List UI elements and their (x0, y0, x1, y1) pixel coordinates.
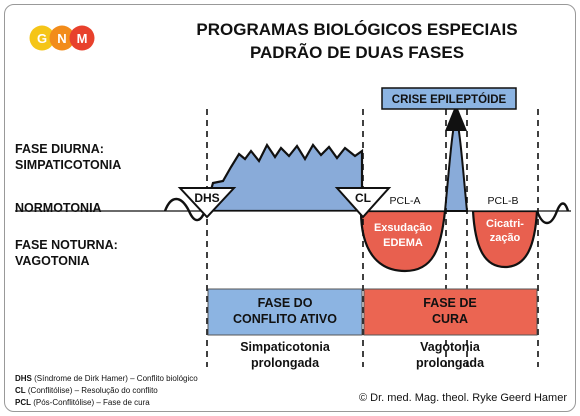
normotonia-label: NORMOTONIA (15, 201, 102, 215)
title-line-2: PADRÃO DE DUAS FASES (250, 42, 464, 62)
logo-letter-n: N (57, 31, 66, 46)
sympatheticotonia-caption-2: prolongada (251, 356, 320, 370)
active-conflict-line-1: FASE DO (258, 296, 313, 310)
legend-abbr-pcl: PCL (15, 398, 31, 407)
gnm-logo: G N M (29, 25, 95, 51)
logo-letter-g: G (37, 31, 47, 46)
logo-circle-m (69, 25, 95, 51)
legend-text-pcl: (Pós-Conflitólise) – Fase de cura (31, 398, 150, 407)
legend-abbr-dhs: DHS (15, 374, 33, 383)
copyright-notice: © Dr. med. Mag. theol. Ryke Geerd Hamer (359, 392, 567, 404)
exudation-label: Exsudação (374, 222, 432, 234)
day-phase-label: FASE DIURNA: (15, 142, 104, 156)
day-phase-sublabel: SIMPATICOTONIA (15, 158, 121, 172)
healing-phase-line-2: CURA (432, 312, 468, 326)
cl-marker (334, 187, 392, 219)
title-line-1: PROGRAMAS BIOLÓGICOS ESPECIAIS (196, 20, 517, 39)
scarring-label: Cicatri- (486, 218, 524, 230)
scarring-label-2: zação (490, 232, 521, 244)
vegetative-curve-end (535, 202, 570, 225)
crisis-arrow (445, 104, 467, 131)
two-phase-diagram: G N M PROGRAMAS BIOLÓGICOS ESPECIAIS PAD… (15, 20, 571, 407)
logo-letter-m: M (77, 31, 88, 46)
legend-abbr-cl: CL (15, 386, 26, 395)
healing-phase-line-1: FASE DE (423, 296, 477, 310)
crisis-label-box (381, 87, 517, 110)
vagotonia-caption-2: prolongada (416, 356, 485, 370)
legend-text-dhs: (Síndrome de Dirk Hamer) – Conflito biol… (32, 374, 198, 383)
legend-text-cl: (Conflitólise) – Resolução do conflito (26, 386, 159, 395)
dhs-marker (177, 187, 237, 219)
healing-phase-box (363, 288, 538, 336)
logo-circle-g (29, 25, 55, 51)
active-conflict-line-2: CONFLITO ATIVO (233, 312, 337, 326)
night-phase-sublabel: VAGOTONIA (15, 254, 90, 268)
night-phase-label: FASE NOTURNA: (15, 238, 118, 252)
logo-circle-n (49, 25, 75, 51)
sympatheticotonia-caption: Simpaticotonia (240, 340, 331, 354)
pcl-b-label: PCL-B (488, 195, 519, 207)
edema-label: EDEMA (383, 237, 423, 249)
diagram-frame: G N M PROGRAMAS BIOLÓGICOS ESPECIAIS PAD… (4, 4, 576, 412)
crisis-label: CRISE EPILEPTÓIDE (392, 93, 507, 106)
cl-label: CL (355, 191, 371, 205)
pcl-a-label: PCL-A (390, 195, 421, 207)
active-conflict-phase-box (207, 288, 363, 336)
legend-item-dhs: DHS (Síndrome de Dirk Hamer) – Conflito … (15, 374, 198, 383)
dhs-label: DHS (194, 191, 219, 205)
legend-item-pcl: PCL (Pós-Conflitólise) – Fase de cura (15, 398, 150, 407)
healing-area-scarring (471, 211, 539, 269)
legend-item-cl: CL (Conflitólise) – Resolução do conflit… (15, 386, 158, 395)
vagotonia-caption: Vagotonia (420, 340, 481, 354)
sympatheticotonia-area (203, 142, 364, 211)
healing-area-exudation (359, 211, 447, 273)
